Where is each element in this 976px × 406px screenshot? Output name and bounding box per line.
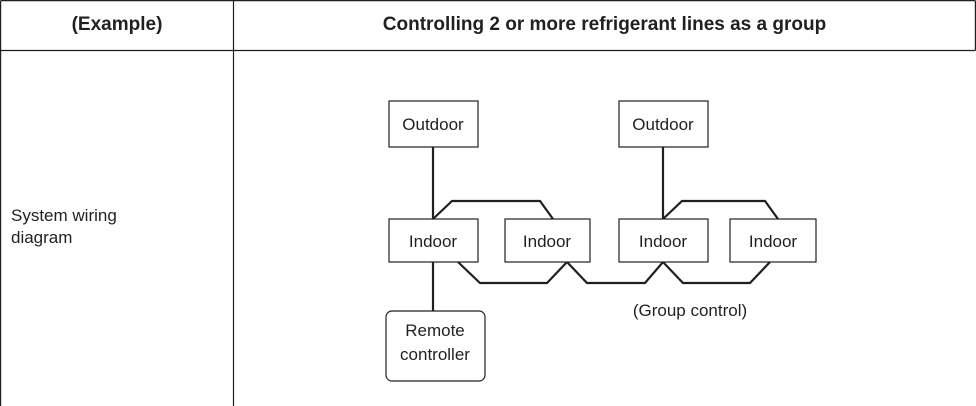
indoor-unit-3-label: Indoor (639, 232, 688, 251)
indoor-unit-1-label: Indoor (409, 232, 458, 251)
row-label-line1: System wiring (11, 206, 117, 225)
refrigerant-line-2-bus (662, 199, 779, 220)
outdoor-unit-2-label: Outdoor (632, 115, 694, 134)
group-control-line (457, 260, 771, 285)
wiring-lines (431, 147, 779, 311)
indoor-unit-2-label: Indoor (523, 232, 572, 251)
header-example-cell: (Example) (1, 0, 233, 50)
remote-controller-label-line2: controller (400, 345, 470, 364)
remote-controller-label-line1: Remote (405, 321, 465, 340)
unit-labels: Outdoor Outdoor Indoor Indoor Indoor Ind… (400, 115, 797, 364)
indoor-unit-4-label: Indoor (749, 232, 798, 251)
refrigerant-line-1-bus (432, 199, 554, 220)
group-control-caption: (Group control) (633, 301, 747, 320)
indoor-unit-1 (388, 218, 479, 263)
remote-controller-box (385, 310, 486, 382)
header-example-label: (Example) (71, 14, 163, 35)
header-title-label: Controlling 2 or more refrigerant lines … (382, 14, 827, 35)
unit-boxes (385, 100, 817, 382)
indoor-unit-4 (729, 218, 817, 263)
indoor-unit-2 (504, 218, 591, 263)
outdoor-unit-1 (388, 100, 479, 148)
outdoor-unit-1-label: Outdoor (402, 115, 464, 134)
header-title-cell: Controlling 2 or more refrigerant lines … (234, 0, 975, 50)
row-label-system-wiring-diagram: System wiring diagram (11, 205, 221, 249)
outdoor-unit-2 (618, 100, 709, 148)
row-label-line2: diagram (11, 228, 73, 247)
indoor-unit-3 (618, 218, 709, 263)
